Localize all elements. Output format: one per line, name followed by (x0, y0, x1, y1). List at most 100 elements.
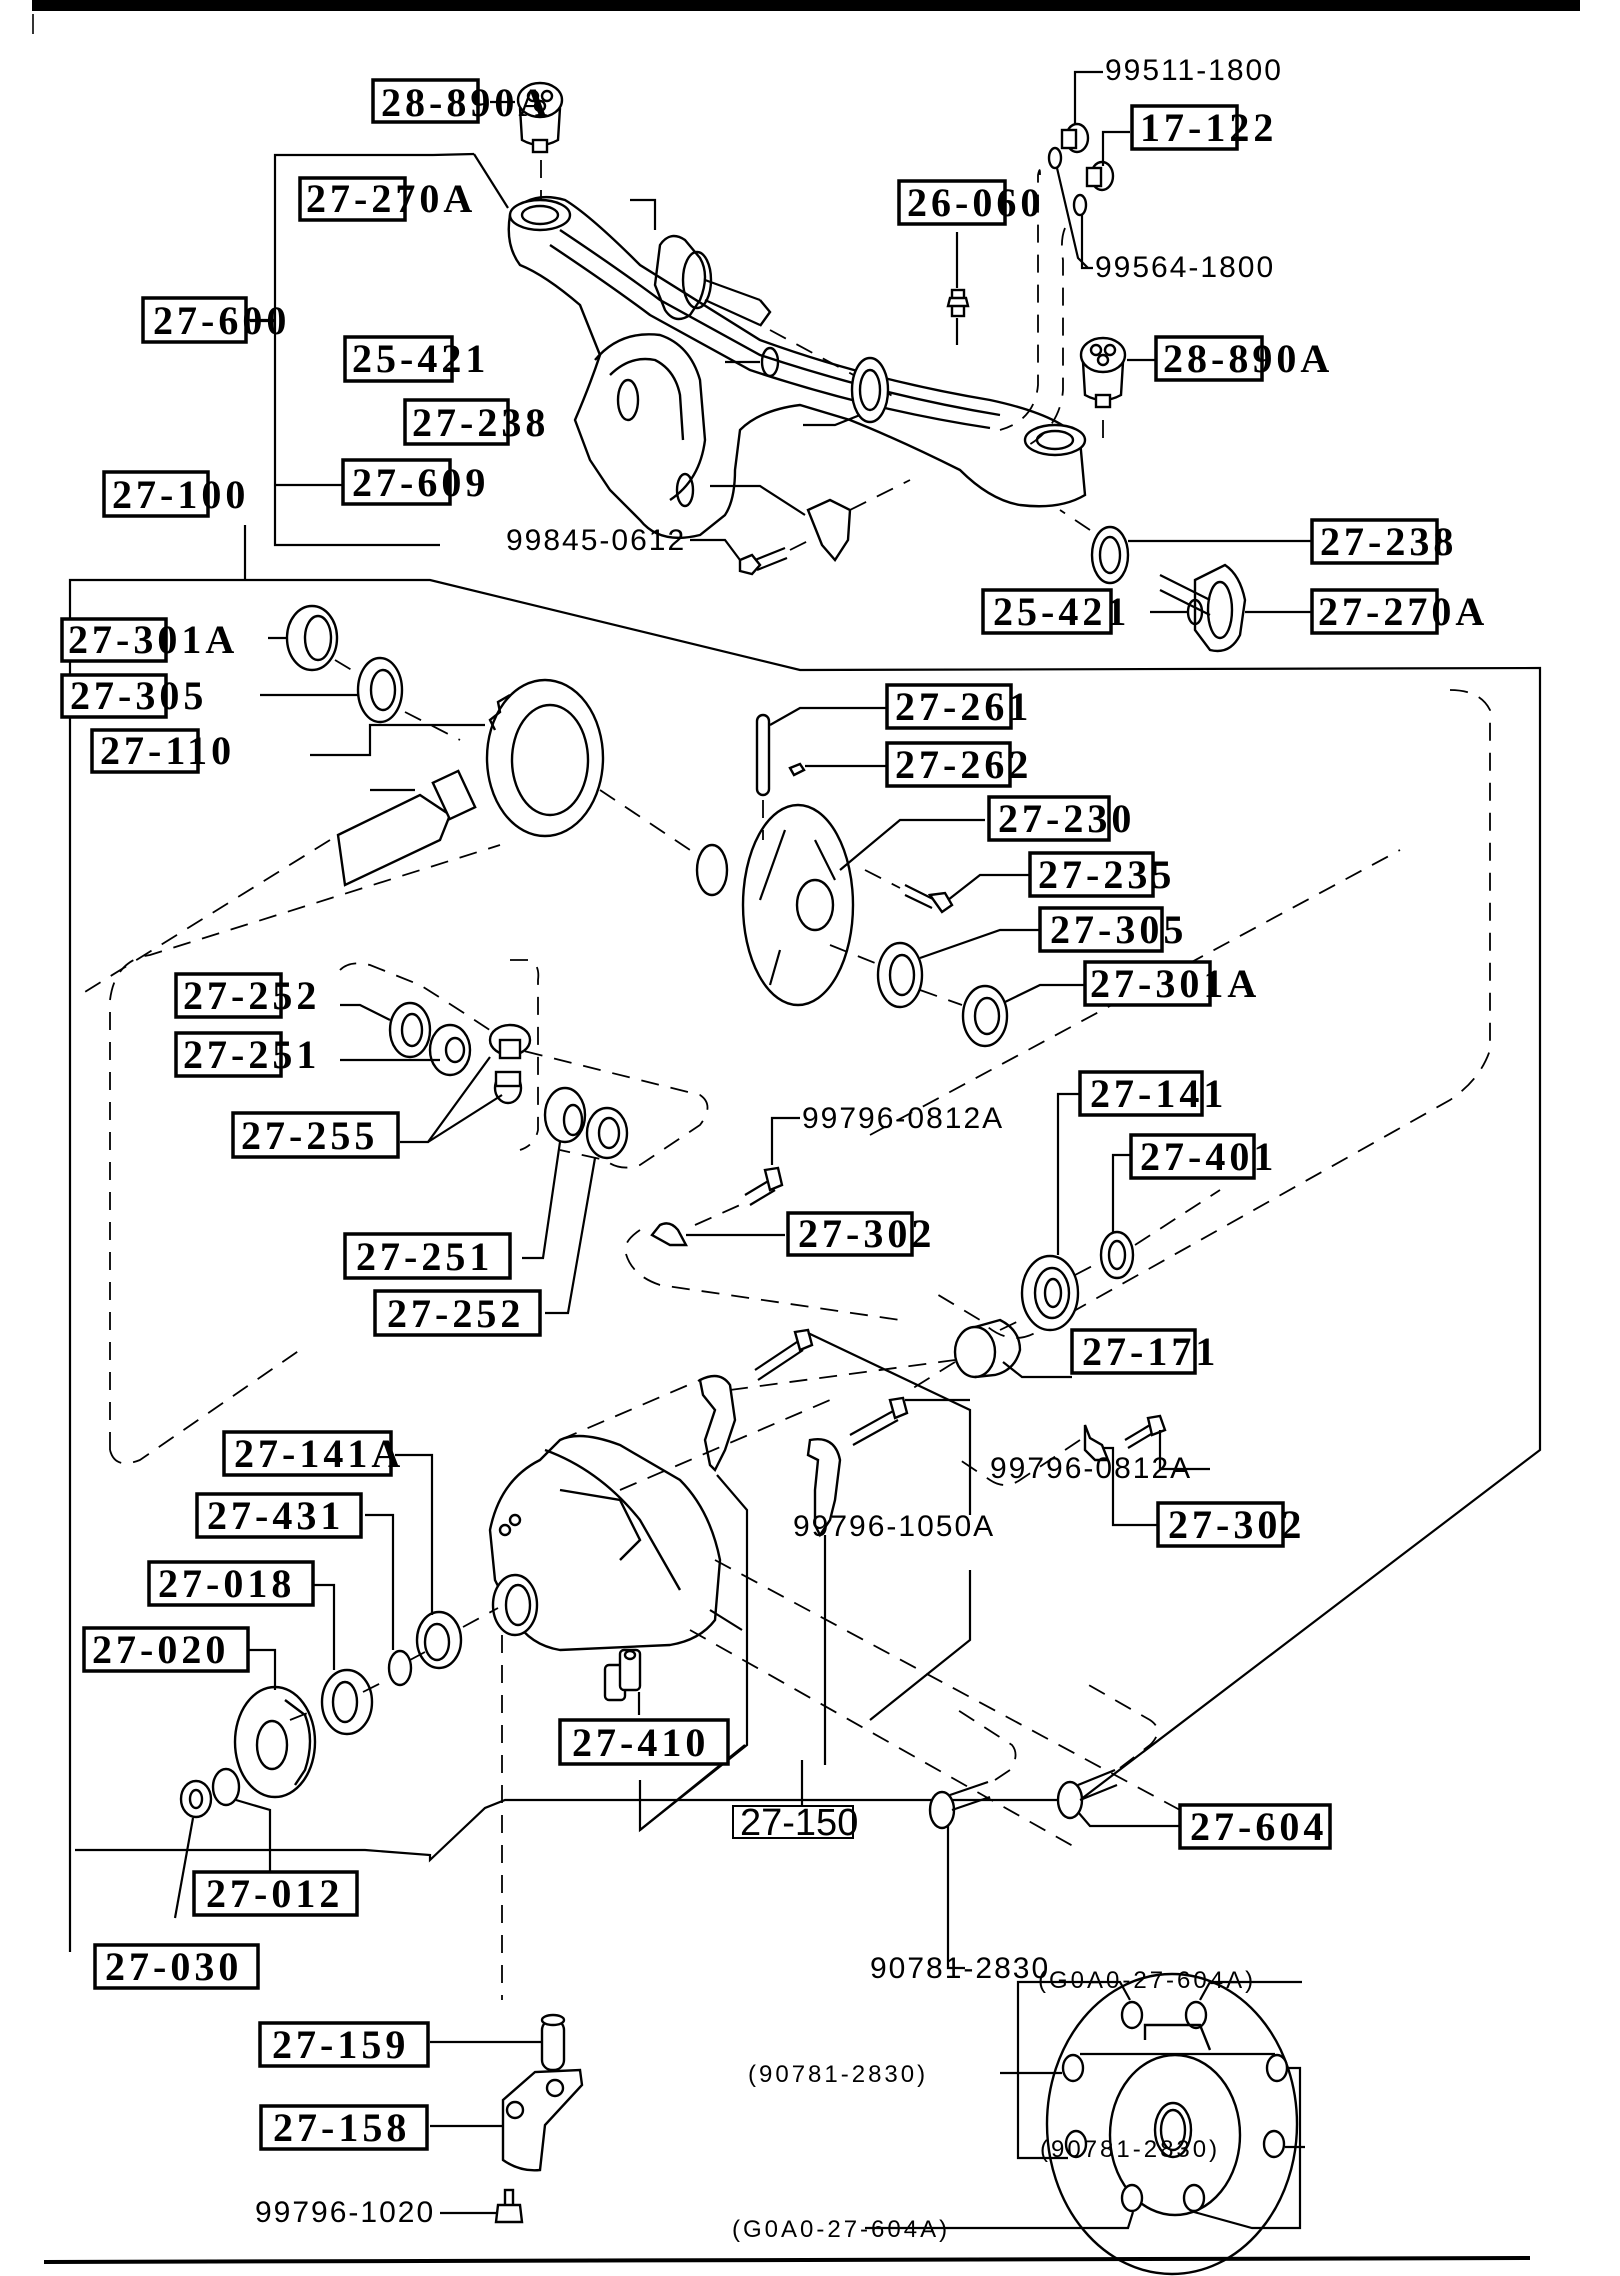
label-27-410[interactable]: 27-410 (558, 1718, 730, 1766)
label-25-421-top[interactable]: 25-421 (343, 335, 489, 383)
label-27-262[interactable]: 27-262 (885, 741, 1032, 788)
label-99796-0812A-lower[interactable]: 99796-0812A (990, 1452, 1192, 1485)
label-27-235[interactable]: 27-235 (1028, 851, 1175, 898)
label-27-252-top[interactable]: 27-252 (174, 972, 320, 1019)
oil-seal-icon (850, 356, 890, 424)
oil-seal-icon (415, 1610, 463, 1670)
label-99564-1800[interactable]: 99564-1800 (1095, 251, 1275, 284)
bolt-icon (928, 1780, 991, 1830)
side-gear-icon (428, 1023, 472, 1077)
label-27-141[interactable]: 27-141 (1078, 1070, 1227, 1117)
label-99511-1800[interactable]: 99511-1800 (1105, 54, 1283, 87)
label-27-431[interactable]: 27-431 (195, 1492, 363, 1539)
lock-plate-icon (650, 1222, 688, 1247)
label-27-301A-right[interactable]: 27-301A (1083, 960, 1260, 1007)
label-27-018[interactable]: 27-018 (147, 1560, 315, 1607)
label-27-100[interactable]: 27-100 (102, 470, 249, 518)
sub-group-dashed-outline (929, 689, 1491, 1339)
differential-case-icon (695, 803, 855, 1007)
label-27-305-left[interactable]: 27-305 (60, 673, 207, 719)
lock-plate-icon (1083, 1424, 1110, 1462)
label-27-270A-right[interactable]: 27-270A (1310, 588, 1488, 635)
svg-text:25-421: 25-421 (352, 336, 489, 381)
bushing-sleeve-icon (540, 2013, 566, 2072)
plug-icon (1085, 160, 1115, 192)
label-27-030[interactable]: 27-030 (93, 1943, 260, 1990)
label-27-302-lower[interactable]: 27-302 (1156, 1501, 1305, 1548)
svg-text:27-141: 27-141 (1090, 1071, 1227, 1116)
label-27-238-top[interactable]: 27-238 (403, 398, 549, 446)
mount-bracket-icon (501, 2068, 584, 2172)
spacer-icon (387, 1649, 413, 1687)
svg-text:25-421: 25-421 (993, 589, 1130, 634)
label-27-604[interactable]: 27-604 (1178, 1803, 1332, 1850)
inset-label-90781-left[interactable]: (90781-2830) (748, 2061, 928, 2088)
bolt-icon (849, 1396, 909, 1446)
svg-text:27-255: 27-255 (241, 1113, 378, 1158)
label-27-600[interactable]: 27-600 (141, 296, 290, 344)
svg-text:27-305: 27-305 (70, 673, 207, 718)
thrust-washer-icon (585, 1106, 629, 1160)
label-27-609[interactable]: 27-609 (341, 458, 489, 506)
inset-label-90781-right[interactable]: (90781-2830) (1040, 2136, 1220, 2163)
label-27-251-top[interactable]: 27-251 (174, 1031, 320, 1078)
bearing-icon (285, 604, 339, 672)
axle-flange-icon (653, 234, 772, 327)
label-99845-0612[interactable]: 99845-0612 (506, 524, 686, 557)
svg-text:27-230: 27-230 (998, 796, 1135, 841)
svg-text:26-060: 26-060 (907, 180, 1044, 225)
label-27-251-bottom[interactable]: 27-251 (343, 1232, 512, 1280)
label-17-122[interactable]: 17-122 (1130, 104, 1277, 151)
lock-pin-icon (788, 762, 806, 777)
label-28-890A-right[interactable]: 28-890A (1154, 335, 1333, 382)
svg-text:27-301A: 27-301A (68, 617, 238, 662)
bolt-icon (738, 546, 788, 576)
bearing-cap-icon (698, 1374, 737, 1473)
svg-text:27-150: 27-150 (740, 1802, 858, 1844)
label-99796-1050A[interactable]: 99796-1050A (793, 1510, 995, 1543)
label-27-150[interactable]: 27-150 (732, 1802, 858, 1844)
sub-group-dashed-outline (109, 844, 501, 1450)
label-27-238-right[interactable]: 27-238 (1310, 518, 1457, 565)
label-99796-1020[interactable]: 99796-1020 (255, 2196, 435, 2229)
label-99796-0812A-upper[interactable]: 99796-0812A (802, 1102, 1004, 1135)
label-27-230[interactable]: 27-230 (987, 795, 1135, 842)
label-27-305-right[interactable]: 27-305 (1038, 906, 1187, 953)
svg-text:27-600: 27-600 (153, 298, 290, 343)
bolt-icon (1056, 1768, 1118, 1820)
svg-text:27-251: 27-251 (183, 1032, 320, 1077)
svg-text:27-270A: 27-270A (1318, 589, 1488, 634)
label-27-401[interactable]: 27-401 (1129, 1133, 1277, 1180)
label-27-301A-left[interactable]: 27-301A (60, 617, 238, 663)
inset-label-goao-top[interactable]: (G0A0-27-604A) (1038, 1967, 1256, 1994)
label-27-171[interactable]: 27-171 (1070, 1328, 1219, 1375)
inset-label-goao-bottom[interactable]: (G0A0-27-604A) (732, 2216, 950, 2243)
crossmember-icon (507, 196, 1087, 539)
label-27-110[interactable]: 27-110 (90, 728, 235, 774)
svg-text:27-604: 27-604 (1190, 1804, 1327, 1849)
label-27-302-upper[interactable]: 27-302 (786, 1211, 935, 1257)
bearing-race-icon (356, 656, 404, 724)
label-27-158[interactable]: 27-158 (259, 2104, 429, 2151)
bushing-icon (516, 81, 564, 154)
svg-text:27-609: 27-609 (352, 460, 489, 505)
label-26-060[interactable]: 26-060 (897, 179, 1044, 226)
bearing-cap-icon (806, 1438, 842, 1538)
washer-icon (211, 1767, 241, 1807)
sub-group-dashed-outline (624, 1229, 901, 1321)
label-90781-2830[interactable]: 90781-2830 (870, 1952, 1050, 1985)
label-25-421-right[interactable]: 25-421 (981, 588, 1130, 635)
label-27-159[interactable]: 27-159 (258, 2021, 430, 2068)
label-27-012[interactable]: 27-012 (192, 1870, 359, 1917)
svg-text:27-012: 27-012 (206, 1871, 343, 1916)
label-27-261[interactable]: 27-261 (885, 683, 1032, 730)
label-28-890A-top[interactable]: 28-890A (371, 78, 551, 125)
bearing-icon (320, 1668, 374, 1736)
label-27-270A-top[interactable]: 27-270A (298, 176, 476, 222)
label-27-020[interactable]: 27-020 (82, 1626, 250, 1673)
bushing-icon (1079, 336, 1127, 409)
breather-stud-icon (946, 288, 970, 318)
label-27-141A[interactable]: 27-141A (222, 1430, 404, 1477)
label-27-252-bottom[interactable]: 27-252 (373, 1289, 542, 1337)
label-27-255[interactable]: 27-255 (231, 1111, 400, 1159)
